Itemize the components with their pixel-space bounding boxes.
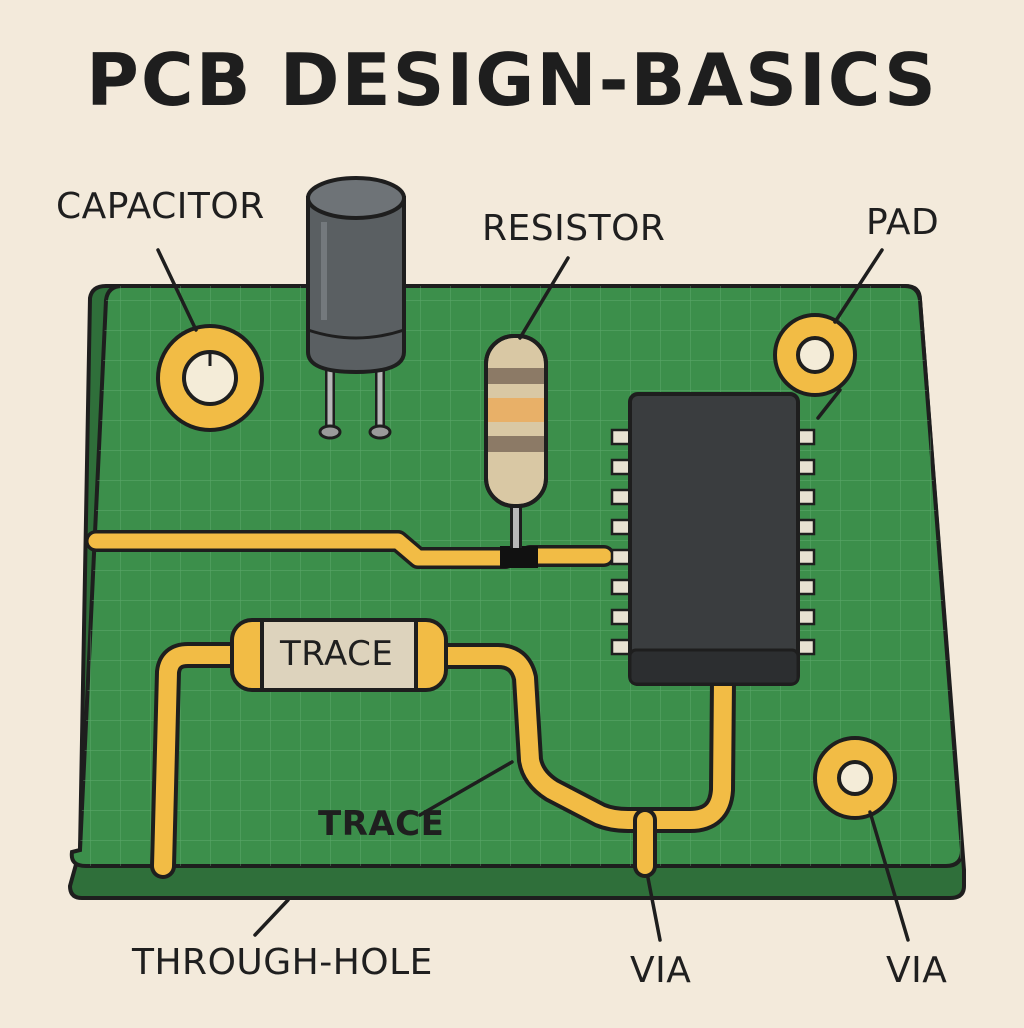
label-trace-component: TRACE <box>280 634 394 674</box>
label-via-center: VIA <box>630 950 692 991</box>
ic-chip[interactable] <box>610 392 816 686</box>
trace-component <box>230 618 448 692</box>
capacitor <box>306 176 406 440</box>
label-through-hole: THROUGH-HOLE <box>132 942 433 983</box>
leader-lines <box>156 248 910 942</box>
solder-joint <box>500 546 538 568</box>
resistor <box>484 334 548 548</box>
label-resistor: RESISTOR <box>482 208 666 249</box>
label-trace: TRACE <box>318 804 445 844</box>
copper-traces <box>85 530 736 879</box>
pad <box>773 313 857 397</box>
through-hole-pad <box>156 324 264 432</box>
via <box>813 736 897 820</box>
label-pad: PAD <box>866 202 940 243</box>
label-via-right: VIA <box>886 950 948 991</box>
label-capacitor: CAPACITOR <box>56 186 265 227</box>
diagram-title: PCB DESIGN-BASICS <box>86 38 938 122</box>
